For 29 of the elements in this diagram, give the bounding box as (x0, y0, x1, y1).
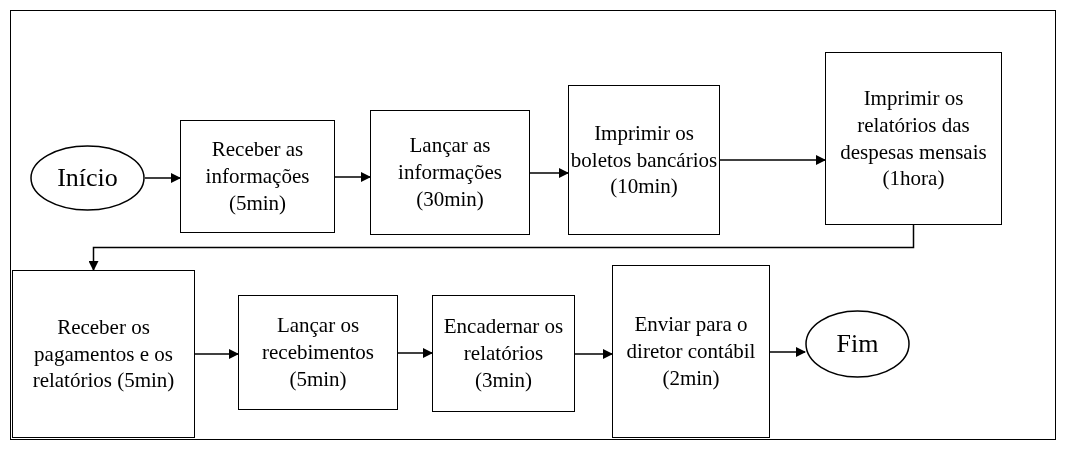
process-box (825, 52, 1002, 225)
arrow (334, 172, 371, 182)
step-label: Receber os pagamentos e os relatórios (5min) (31, 313, 176, 395)
process-box (612, 265, 770, 438)
process-box (12, 270, 195, 438)
arrow (88, 224, 915, 271)
terminal-ellipse (805, 310, 910, 378)
process-box (568, 85, 720, 235)
arrow (397, 348, 433, 358)
arrow (719, 155, 826, 165)
step-label: Enviar para o diretor contábil (2min) (625, 311, 757, 392)
process-box (370, 110, 530, 235)
terminal-label: Fim (836, 328, 879, 361)
arrow (574, 349, 613, 359)
process-box (432, 295, 575, 412)
step-label: Imprimir os relatórios das despesas mensais (1hora) (839, 84, 988, 193)
terminal-label: Início (57, 162, 118, 195)
step-label: Receber as informações (5min) (204, 136, 311, 217)
step-label: Lançar os recebimentos (5min) (261, 312, 375, 393)
terminal-ellipse (30, 145, 145, 211)
process-box (238, 295, 398, 410)
arrow (769, 347, 806, 357)
arrow (194, 349, 239, 359)
process-box (180, 120, 335, 233)
step-label: Lançar as informações (30min) (397, 132, 503, 213)
step-label: Imprimir os boletos bancários (10min) (569, 119, 719, 201)
arrow (144, 173, 181, 183)
step-label: Encadernar os relatórios (3min) (442, 313, 565, 394)
arrow (529, 168, 569, 178)
